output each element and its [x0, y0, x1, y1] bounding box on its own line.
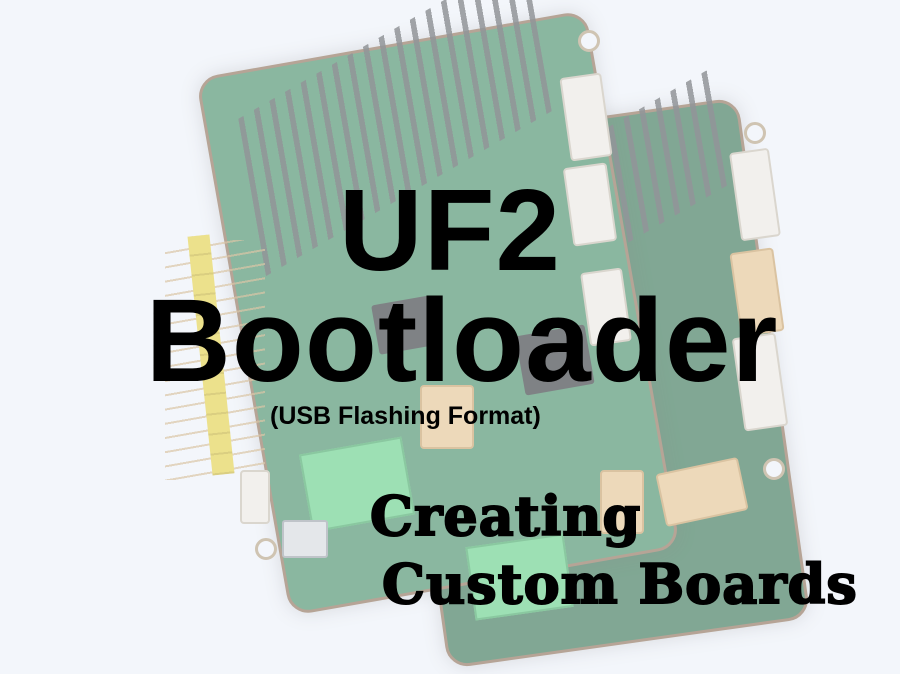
title-bootloader: Bootloader: [145, 275, 779, 407]
tan-connector: [420, 385, 474, 449]
mounting-hole: [255, 538, 277, 560]
micro-usb-port: [282, 520, 328, 558]
mounting-hole: [578, 30, 600, 52]
subtitle: (USB Flashing Format): [270, 402, 541, 430]
side-connector: [240, 470, 270, 524]
tan-connector: [600, 470, 644, 534]
tagline-line2: Custom Boards: [381, 552, 858, 616]
mounting-hole: [744, 122, 766, 144]
tagline-line1: Creating: [369, 484, 642, 548]
mounting-hole: [763, 458, 785, 480]
title-uf2: UF2: [338, 165, 562, 295]
